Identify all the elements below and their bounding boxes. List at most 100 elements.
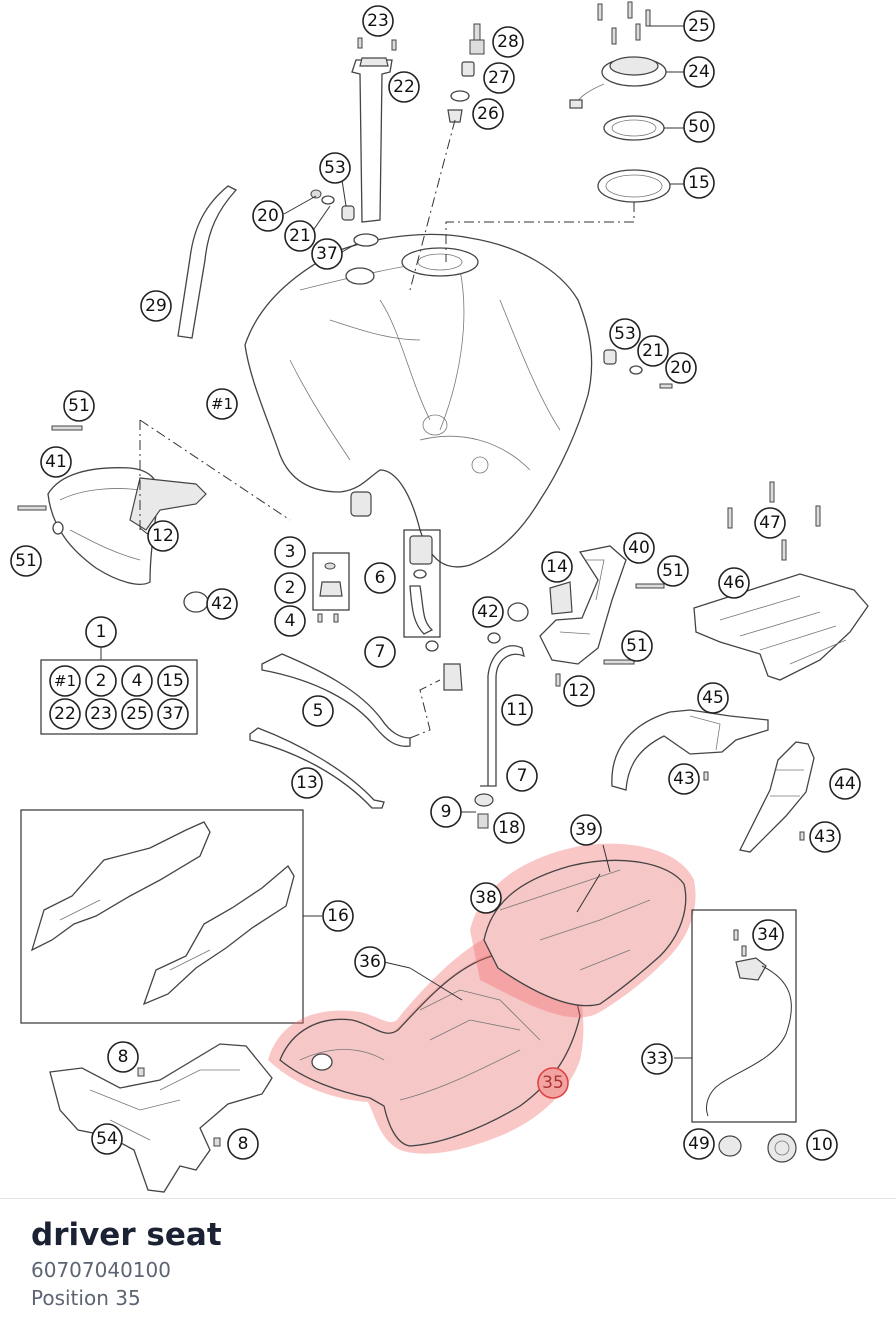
svg-text:3: 3 xyxy=(285,542,296,562)
callout-50[interactable]: 50 xyxy=(683,111,715,143)
fuel-line-connector[interactable] xyxy=(403,529,441,638)
callout-9[interactable]: 9 xyxy=(430,796,462,828)
callout-45[interactable]: 45 xyxy=(697,682,729,714)
callout-42[interactable]: 42 xyxy=(206,588,238,620)
callout-26[interactable]: 26 xyxy=(472,98,504,130)
callout-14[interactable]: 14 xyxy=(541,551,573,583)
callout-20-right[interactable]: 20 xyxy=(665,352,697,384)
callout-36[interactable]: 36 xyxy=(354,946,386,978)
svg-text:21: 21 xyxy=(289,226,311,246)
svg-text:37: 37 xyxy=(316,244,338,264)
callout-44[interactable]: 44 xyxy=(829,768,861,800)
callout-6[interactable]: 6 xyxy=(364,562,396,594)
rider-seat-highlight[interactable] xyxy=(268,928,584,1154)
passenger-grab-handle[interactable] xyxy=(611,709,769,791)
callout-39[interactable]: 39 xyxy=(570,814,602,846)
frame-side-rails[interactable] xyxy=(30,821,295,1006)
license-plate-bracket[interactable] xyxy=(739,741,815,853)
seat-lock-cylinder[interactable] xyxy=(718,1133,797,1163)
callout-5[interactable]: 5 xyxy=(302,695,334,727)
callout-10[interactable]: 10 xyxy=(806,1129,838,1161)
kit-callout-25[interactable]: 25 xyxy=(121,698,153,730)
fuel-line-5[interactable] xyxy=(261,653,411,747)
callout-3[interactable]: 3 xyxy=(274,536,306,568)
callout-7-lower[interactable]: 7 xyxy=(506,760,538,792)
callout-8-lower[interactable]: 8 xyxy=(227,1128,259,1160)
svg-text:12: 12 xyxy=(568,681,590,701)
callout-8[interactable]: 8 xyxy=(107,1041,139,1073)
seat-lock-cable[interactable] xyxy=(706,929,792,1117)
callout-23[interactable]: 23 xyxy=(362,5,394,37)
svg-text:23: 23 xyxy=(90,704,112,724)
fuel-tank[interactable] xyxy=(244,233,593,568)
callout-34[interactable]: 34 xyxy=(752,919,784,951)
callout-fuel-tank[interactable]: #1 xyxy=(206,388,238,420)
callout-51-bracket[interactable]: 51 xyxy=(621,630,653,662)
callout-2[interactable]: 2 xyxy=(274,572,306,604)
callout-40[interactable]: 40 xyxy=(623,532,655,564)
rear-tank-bracket[interactable] xyxy=(507,545,665,687)
callout-33[interactable]: 33 xyxy=(641,1043,673,1075)
svg-text:53: 53 xyxy=(614,324,636,344)
callout-21-right[interactable]: 21 xyxy=(637,335,669,367)
callout-13[interactable]: 13 xyxy=(291,767,323,799)
callout-16[interactable]: 16 xyxy=(322,900,354,932)
filler-cap-assembly[interactable] xyxy=(445,1,671,262)
callout-21[interactable]: 21 xyxy=(284,220,316,252)
callout-22[interactable]: 22 xyxy=(388,71,420,103)
kit-callout-37[interactable]: 37 xyxy=(157,698,189,730)
hose-clamp-fitting-7[interactable] xyxy=(425,632,501,829)
callout-43-lower[interactable]: 43 xyxy=(809,821,841,853)
callout-4[interactable]: 4 xyxy=(274,605,306,637)
callout-42-rear[interactable]: 42 xyxy=(472,596,504,628)
callout-47[interactable]: 47 xyxy=(754,507,786,539)
fuel-pump-unit[interactable] xyxy=(312,552,350,623)
callout-51-left[interactable]: 51 xyxy=(10,545,42,577)
callout-20[interactable]: 20 xyxy=(252,200,284,232)
callout-25[interactable]: 25 xyxy=(683,10,715,42)
breather-hose[interactable] xyxy=(177,185,238,339)
callout-38[interactable]: 38 xyxy=(470,882,502,914)
fuel-line-13[interactable] xyxy=(249,727,385,809)
callout-53[interactable]: 53 xyxy=(319,152,351,184)
callout-43[interactable]: 43 xyxy=(668,763,700,795)
svg-text:54: 54 xyxy=(96,1129,118,1149)
fuel-line-11[interactable] xyxy=(480,645,525,787)
kit-callout-4[interactable]: 4 xyxy=(121,665,153,697)
grommet-screws-left[interactable] xyxy=(310,189,379,247)
tank-side-cover-left[interactable] xyxy=(17,419,291,613)
kit-callout-22[interactable]: 22 xyxy=(49,698,81,730)
callout-54[interactable]: 54 xyxy=(91,1123,123,1155)
kit-callout-15[interactable]: 15 xyxy=(157,665,189,697)
callout-12-rear[interactable]: 12 xyxy=(563,675,595,707)
filler-neck-pipe[interactable] xyxy=(351,37,397,223)
callout-11[interactable]: 11 xyxy=(501,694,533,726)
kit-callout-2[interactable]: 2 xyxy=(85,665,117,697)
rear-tray-cover[interactable] xyxy=(49,1043,273,1193)
callout-35-selected[interactable]: 35 xyxy=(537,1067,569,1099)
kit-callout-fuel-tank[interactable]: #1 xyxy=(49,665,81,697)
grommet-screws-right[interactable] xyxy=(603,349,673,389)
svg-text:38: 38 xyxy=(475,888,497,908)
callout-15[interactable]: 15 xyxy=(683,167,715,199)
callout-24[interactable]: 24 xyxy=(683,56,715,88)
callout-27[interactable]: 27 xyxy=(483,62,515,94)
callout-37[interactable]: 37 xyxy=(311,238,343,270)
svg-text:1: 1 xyxy=(96,622,107,642)
callout-51-rear[interactable]: 51 xyxy=(657,555,689,587)
callout-53-right[interactable]: 53 xyxy=(609,318,641,350)
callout-28[interactable]: 28 xyxy=(492,26,524,58)
passenger-seat-highlight[interactable] xyxy=(470,843,696,1018)
vent-valve-parts[interactable] xyxy=(409,23,485,291)
callout-41[interactable]: 41 xyxy=(40,446,72,478)
callout-7[interactable]: 7 xyxy=(364,636,396,668)
callout-1[interactable]: 1 xyxy=(85,616,117,648)
callout-46[interactable]: 46 xyxy=(718,567,750,599)
kit-callout-23[interactable]: 23 xyxy=(85,698,117,730)
luggage-carrier[interactable] xyxy=(693,481,869,681)
callout-18[interactable]: 18 xyxy=(493,812,525,844)
callout-49[interactable]: 49 xyxy=(683,1128,715,1160)
callout-12[interactable]: 12 xyxy=(147,520,179,552)
callout-29[interactable]: 29 xyxy=(140,290,172,322)
callout-51[interactable]: 51 xyxy=(63,390,95,422)
